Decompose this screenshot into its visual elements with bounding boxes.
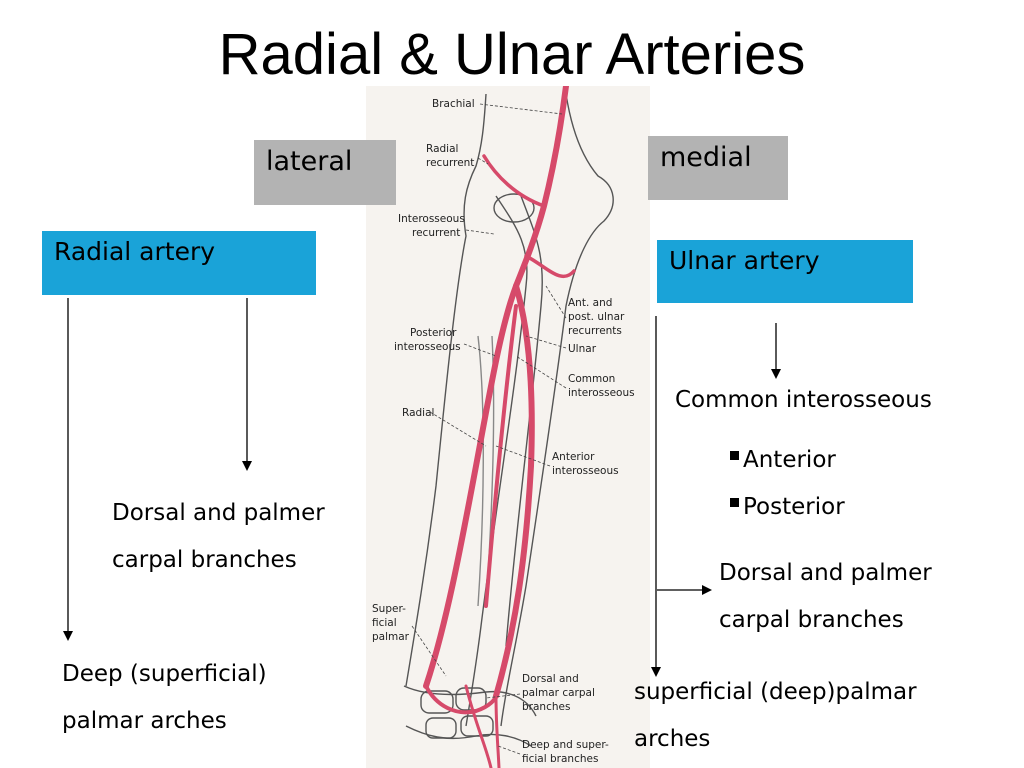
fig-label-anterior-interosseous-2: interosseous (552, 465, 619, 477)
bullet-posterior-label: Posterior (743, 494, 845, 520)
right-dorsal-carpal-text: Dorsal and palmer carpal branches (719, 550, 932, 644)
forearm-artery-illustration: Brachial Radial recurrent Interosseous r… (366, 86, 650, 768)
left-deep-line-1: Deep (superficial) (62, 661, 267, 687)
left-deep-arches-text: Deep (superficial) palmar arches (62, 651, 267, 745)
left-deep-line-2: palmar arches (62, 708, 227, 734)
medial-label: medial (648, 136, 788, 200)
fig-label-dorsal-palmar-carpal-1: Dorsal and (522, 673, 579, 685)
bullet-posterior: Posterior (730, 492, 845, 522)
right-superficial-arches-text: superficial (deep)palmar arches (634, 669, 917, 763)
left-dorsal-carpal-text: Dorsal and palmer carpal branches (112, 490, 325, 584)
right-dorsal-line-1: Dorsal and palmer (719, 560, 932, 586)
ulnar-artery-box: Ulnar artery (657, 240, 913, 303)
right-superficial-line-2: arches (634, 726, 711, 752)
fig-label-radial: Radial (402, 407, 434, 419)
fig-label-interosseous-recurrent-1: Interosseous (398, 213, 465, 225)
fig-label-deep-superficial-branches-2: ficial branches (522, 753, 598, 765)
fig-label-dorsal-palmar-carpal-3: branches (522, 701, 570, 713)
fig-label-ulnar: Ulnar (568, 343, 597, 355)
fig-label-dorsal-palmar-carpal-2: palmar carpal (522, 687, 595, 699)
common-interosseous-text: Common interosseous (675, 387, 932, 413)
fig-label-ulnar-recurrents-1: Ant. and (568, 297, 612, 309)
fig-label-interosseous-recurrent-2: recurrent (412, 227, 460, 239)
bullet-anterior: Anterior (730, 445, 836, 475)
fig-label-posterior-interosseous-1: Posterior (410, 327, 457, 339)
left-dorsal-line-1: Dorsal and palmer (112, 500, 325, 526)
fig-label-superficial-palmar-3: palmar (372, 631, 410, 643)
slide-title: Radial & Ulnar Arteries (218, 22, 806, 87)
fig-label-posterior-interosseous-2: interosseous (394, 341, 461, 353)
fig-label-superficial-palmar-1: Super- (372, 603, 406, 615)
fig-label-superficial-palmar-2: ficial (372, 617, 397, 629)
bullet-square-icon (730, 451, 739, 460)
fig-label-anterior-interosseous-1: Anterior (552, 451, 595, 463)
fig-label-ulnar-recurrents-2: post. ulnar (568, 311, 625, 323)
lateral-label: lateral (254, 140, 396, 205)
fig-label-brachial: Brachial (432, 98, 475, 110)
bullet-square-icon (730, 498, 739, 507)
fig-label-radial-recurrent-2: recurrent (426, 157, 474, 169)
bullet-anterior-label: Anterior (743, 447, 836, 473)
fig-label-common-interosseous-1: Common (568, 373, 615, 385)
fig-label-radial-recurrent-1: Radial (426, 143, 458, 155)
right-dorsal-line-2: carpal branches (719, 607, 904, 633)
radial-artery-box: Radial artery (42, 231, 316, 295)
fig-label-ulnar-recurrents-3: recurrents (568, 325, 622, 337)
left-dorsal-line-2: carpal branches (112, 547, 297, 573)
right-superficial-line-1: superficial (deep)palmar (634, 679, 917, 705)
fig-label-common-interosseous-2: interosseous (568, 387, 635, 399)
fig-label-deep-superficial-branches-1: Deep and super- (522, 739, 609, 751)
